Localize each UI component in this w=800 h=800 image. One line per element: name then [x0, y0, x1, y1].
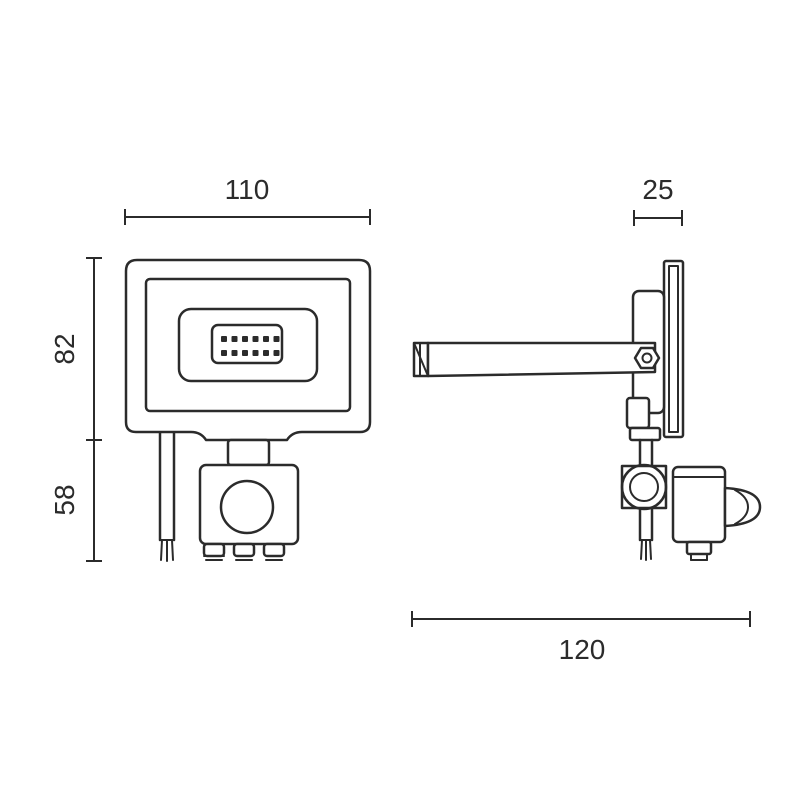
sensor-lens — [219, 479, 275, 535]
dimension-width-front: 110 — [124, 174, 371, 225]
dimension-depth: 25 — [633, 174, 683, 226]
led-dot — [263, 336, 269, 342]
side-view — [412, 259, 762, 561]
led-chip — [210, 323, 284, 365]
side-sensor-head — [671, 465, 762, 561]
sensor-knobs — [202, 542, 286, 561]
dimension-label-depth: 25 — [642, 174, 673, 205]
dimension-height: 82 58 — [49, 257, 102, 562]
led-dot — [242, 350, 248, 356]
led-dot — [221, 336, 227, 342]
led-dot — [231, 336, 238, 342]
dimension-label-height-body: 82 — [49, 333, 80, 364]
front-housing — [124, 258, 372, 442]
led-dot — [273, 350, 280, 356]
side-sensor-joint — [620, 463, 668, 511]
dimension-label-length: 120 — [559, 634, 606, 665]
side-back-plate — [662, 259, 685, 439]
led-dot — [242, 336, 248, 342]
led-dot — [221, 350, 227, 356]
dimension-label-width: 110 — [225, 174, 270, 205]
sensor-neck — [226, 438, 271, 467]
front-cable — [158, 430, 176, 562]
led-dot — [252, 336, 259, 342]
led-dot — [231, 350, 238, 356]
led-dot — [263, 350, 269, 356]
front-led-window — [177, 307, 319, 383]
dimension-label-height-sensor: 58 — [49, 484, 80, 515]
led-dot — [273, 336, 280, 342]
front-bezel — [144, 277, 352, 413]
led-dot — [252, 350, 259, 356]
dimension-length: 120 — [411, 611, 751, 665]
mounting-bracket — [412, 341, 657, 378]
bracket-hex-bolt — [633, 346, 661, 370]
front-view — [124, 258, 372, 562]
